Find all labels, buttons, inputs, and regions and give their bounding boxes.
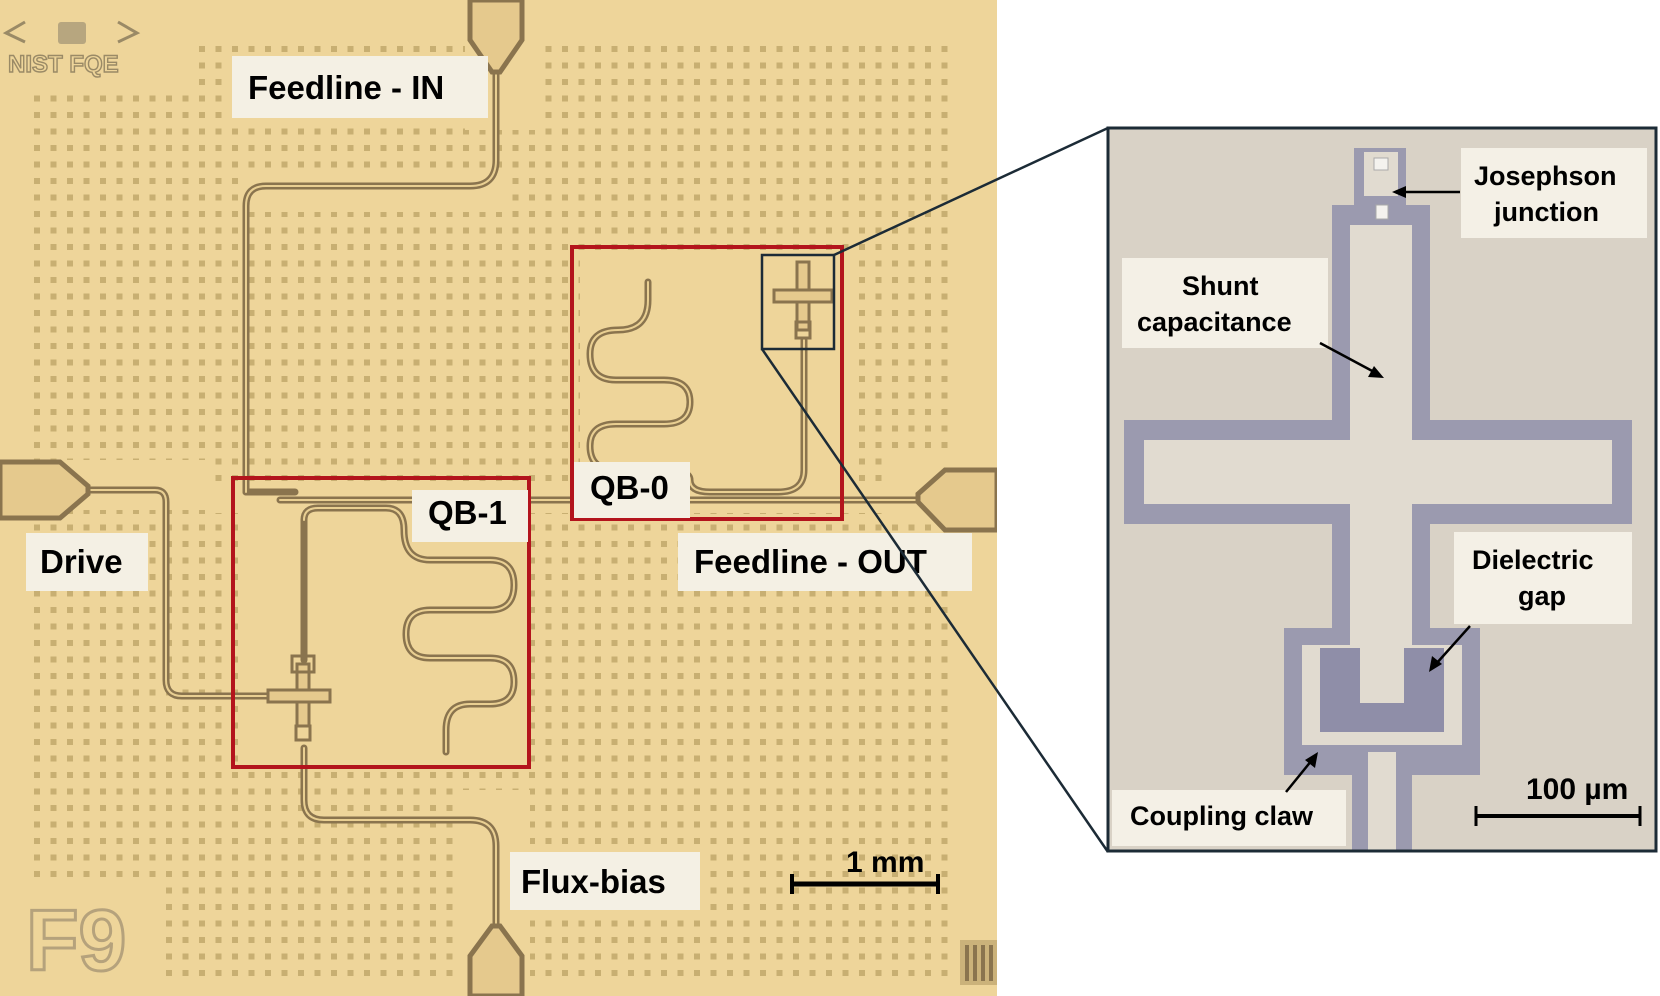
pad-flux-bias: [467, 923, 525, 996]
label-gap: gap: [1518, 581, 1566, 611]
chip-labels: Feedline - IN Drive Feedline - OUT QB-0 …: [26, 56, 972, 910]
pad-drive: [0, 459, 91, 521]
zoom-source-box: [760, 253, 836, 351]
label-coupling-claw: Coupling claw: [1130, 801, 1314, 831]
label-feedline-in: Feedline - IN: [248, 69, 444, 106]
label-capacitance: capacitance: [1137, 307, 1292, 337]
zoom-connector-bottom: [760, 348, 1110, 853]
label-qb0: QB-0: [590, 469, 669, 506]
label-junction: junction: [1493, 197, 1599, 227]
alignment-mark: [960, 940, 997, 985]
qb0-transmon: [772, 260, 834, 340]
inset-border: [1106, 126, 1658, 853]
qb0-highlight-box: [570, 245, 844, 521]
label-shunt: Shunt: [1182, 271, 1258, 301]
label-josephson: Josephson: [1474, 161, 1617, 191]
qb1-transmon: [266, 654, 332, 742]
label-dielectric: Dielectric: [1472, 545, 1594, 575]
nist-logo: NIST FQE: [2, 20, 141, 79]
inset-micrograph: Josephson junction Shunt capacitance Die…: [1106, 126, 1658, 853]
inset-scale-label: 100 µm: [1526, 773, 1628, 806]
qb1-highlight-box: [231, 476, 531, 769]
label-flux-bias: Flux-bias: [521, 863, 666, 900]
label-qb1: QB-1: [428, 494, 507, 531]
zoom-connector-top: [833, 126, 1109, 257]
bond-pads: [0, 0, 997, 996]
label-feedline-out: Feedline - OUT: [694, 543, 927, 580]
inset-scale-bar: 100 µm: [1474, 773, 1642, 826]
pad-feedline-in: [467, 0, 525, 75]
chip-id: F9: [26, 893, 126, 989]
chip-photo: NIST FQE F9 Feedline - IN Drive Feedline…: [0, 0, 997, 996]
chip-scale-bar: 1 mm: [790, 846, 940, 894]
label-drive: Drive: [40, 543, 123, 580]
pad-feedline-out: [915, 467, 997, 533]
logo-text: NIST FQE: [8, 51, 119, 78]
chip-scale-label: 1 mm: [846, 846, 924, 879]
